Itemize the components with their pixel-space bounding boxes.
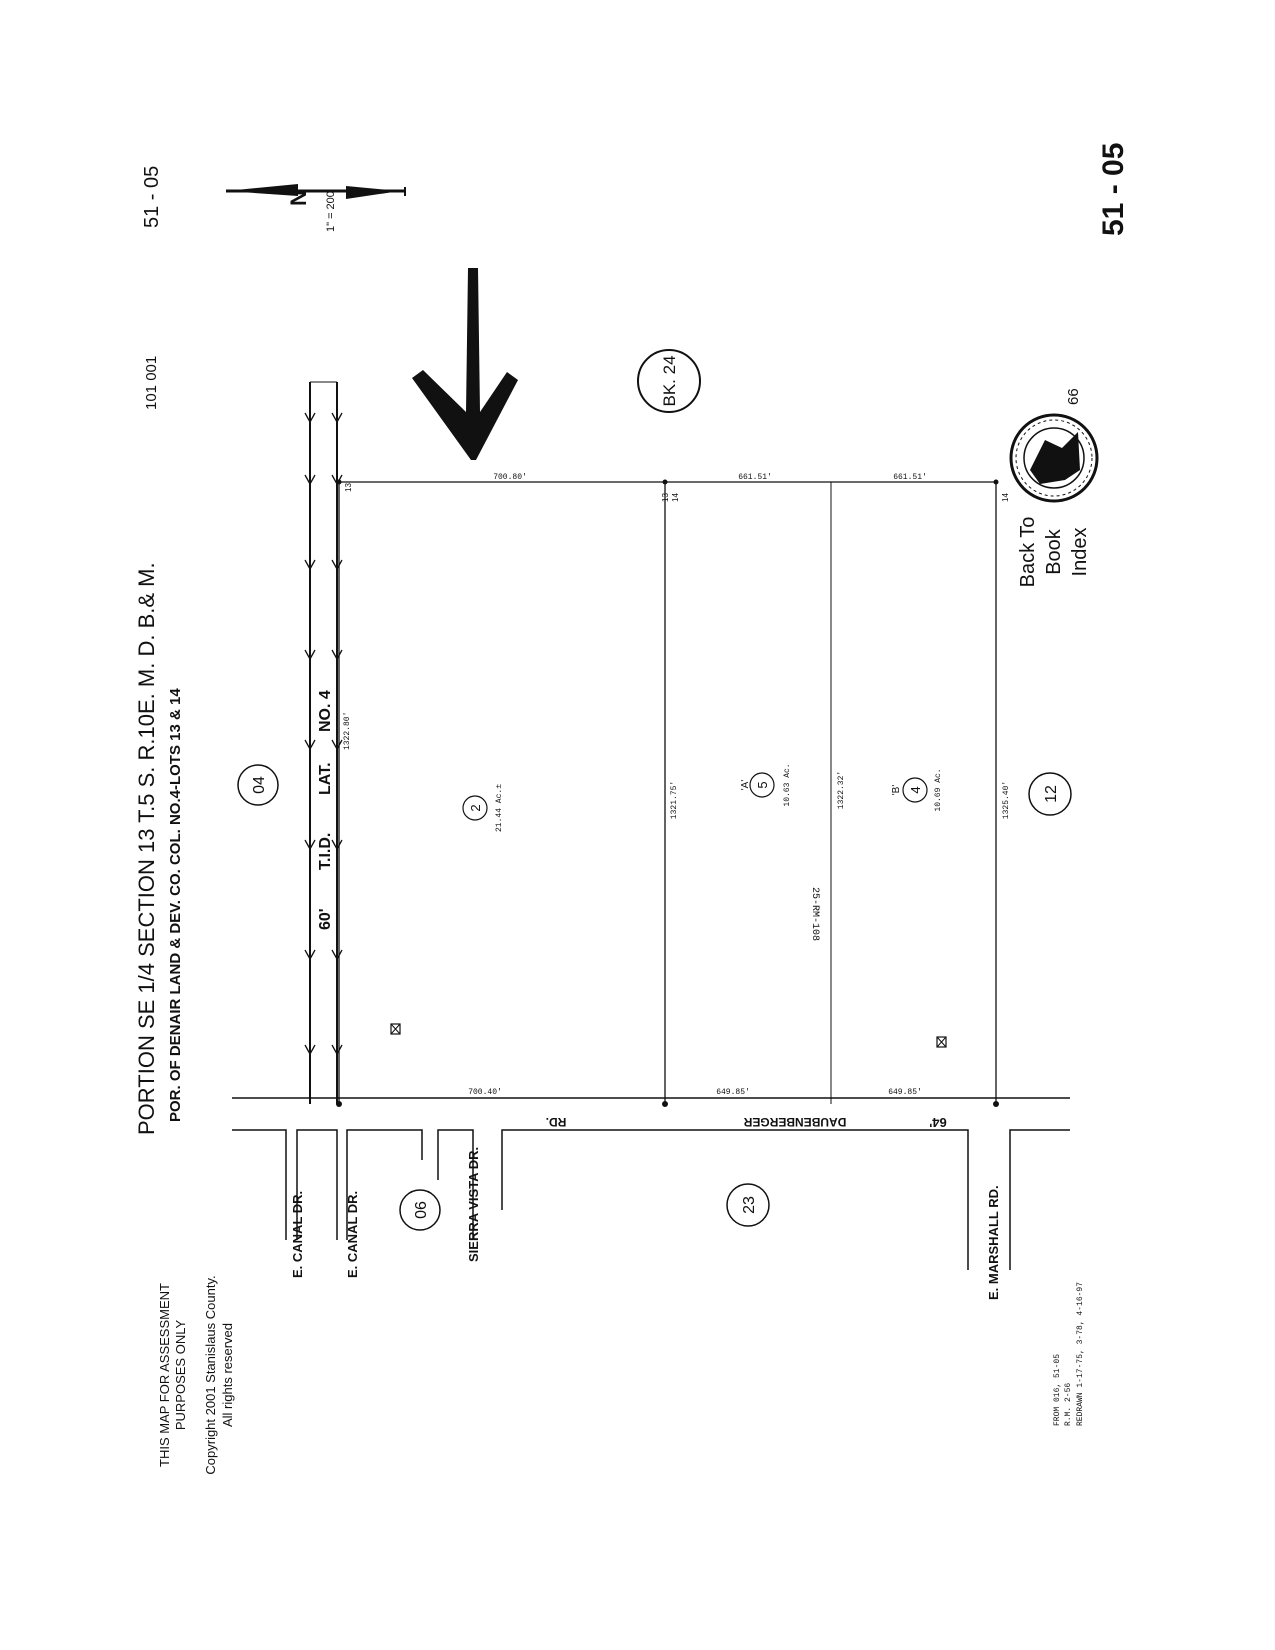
map-subtitle: POR. OF DENAIR LAND & DEV. CO. COL. NO.4…: [167, 688, 184, 1122]
street-marshall: E. MARSHALL RD.: [986, 1185, 1001, 1300]
dim-top-mid: 661.51': [738, 473, 772, 482]
disclaimer-line: All rights reserved: [220, 1323, 235, 1427]
parcel-lot: 'B': [891, 785, 902, 796]
revision-note: FROM 016, 51-05: [1053, 1354, 1062, 1426]
corner-label: 14: [671, 493, 680, 502]
street-canal-dr-1: E. CANAL DR.: [290, 1191, 305, 1278]
parcel-acres: 10.63 Ac.: [783, 763, 792, 806]
page-number-small: 51 - 05: [141, 166, 163, 228]
dim-bottom-mid: 649.85': [716, 1088, 750, 1097]
corner-label: 13: [661, 493, 670, 502]
adjacent-page-23[interactable]: 23: [726, 1183, 770, 1227]
down-arrow-icon: [412, 268, 518, 460]
dim-line-3: 1325.40': [1002, 781, 1011, 819]
revision-note: REDRAWN 1-17-75, 3-78, 4-16-97: [1076, 1282, 1085, 1426]
north-arrow-icon: [226, 184, 406, 199]
canal-name: T.I.D.: [317, 833, 334, 870]
canal-width: 60': [317, 908, 334, 930]
parcel-boundaries: [336, 479, 999, 1107]
parcel-2[interactable]: 2 21.44 Ac.±: [462, 784, 504, 832]
canal-no: NO. 4: [317, 690, 334, 732]
adjacent-page-04[interactable]: 04: [237, 764, 279, 806]
dim-bottom-right: 649.85': [888, 1088, 922, 1097]
dim-top-left: 700.80': [493, 473, 527, 482]
adjacent-page-12[interactable]: 12: [1028, 772, 1072, 816]
street-sierra-vista: SIERRA VISTA DR.: [466, 1147, 481, 1262]
adjacent-page-06[interactable]: 06: [399, 1189, 441, 1231]
road-width: 64': [929, 1115, 947, 1130]
svg-text:Back To: Back To: [1017, 517, 1039, 588]
svg-text:Book: Book: [1043, 528, 1065, 575]
back-to-book-index-link[interactable]: Back To Book Index: [1017, 517, 1091, 588]
book-badge: BK. 24: [660, 355, 679, 406]
corner-label: 13: [344, 483, 353, 492]
dim-top-right: 661.51': [893, 473, 927, 482]
road-name: DAUBENBERGER: [743, 1115, 846, 1129]
canal-length: 1322.80': [343, 712, 352, 750]
svg-text:4: 4: [908, 786, 923, 793]
seal-number: 66: [1065, 388, 1082, 405]
map-scale: 1" = 200': [325, 189, 337, 232]
parcel-lot: 'A': [740, 780, 751, 791]
revision-note: R.M. 2-56: [1064, 1383, 1073, 1426]
dim-bottom-left: 700.40': [468, 1088, 502, 1097]
canal-lines: [304, 381, 343, 1104]
disclaimer-line: Copyright 2001 Stanislaus County.: [203, 1275, 218, 1474]
corner-label: 14: [1001, 493, 1010, 502]
svg-text:5: 5: [755, 781, 770, 788]
map-title: PORTION SE 1/4 SECTION 13 T.5 S. R.10E. …: [134, 562, 159, 1135]
book-badge-circle: [637, 349, 701, 413]
county-seal-icon: [1009, 413, 1099, 503]
north-label: N: [286, 190, 311, 206]
street-canal-dr-2: E. CANAL DR.: [345, 1191, 360, 1278]
dim-line-2: 1322.32': [837, 771, 846, 809]
disclaimer-line: THIS MAP FOR ASSESSMENT: [157, 1283, 172, 1467]
structure-marker: [936, 1036, 947, 1048]
svg-text:Index: Index: [1069, 528, 1091, 577]
structure-marker: [390, 1023, 401, 1035]
svg-text:12: 12: [1043, 785, 1060, 803]
parcel-acres: 21.44 Ac.±: [495, 784, 504, 832]
parcel-acres: 10.69 Ac.: [934, 768, 943, 811]
parcel-5[interactable]: 'A' 5 10.63 Ac.: [740, 763, 792, 806]
parcel-4[interactable]: 'B' 4 10.69 Ac.: [891, 768, 943, 811]
dim-line-1: 1321.75': [670, 781, 679, 819]
svg-text:06: 06: [413, 1201, 430, 1219]
road-lines: [232, 1097, 1070, 1270]
record-reference: 25-RM-108: [809, 887, 820, 941]
svg-text:2: 2: [468, 804, 483, 811]
canal-lat: LAT.: [317, 762, 334, 795]
road-suffix: RD.: [546, 1115, 567, 1129]
page-number-large: 51 - 05: [1097, 143, 1130, 236]
disclaimer-line: PURPOSES ONLY: [173, 1320, 188, 1431]
svg-text:04: 04: [251, 776, 268, 794]
svg-text:23: 23: [741, 1196, 758, 1214]
map-code: 101 001: [143, 356, 160, 410]
